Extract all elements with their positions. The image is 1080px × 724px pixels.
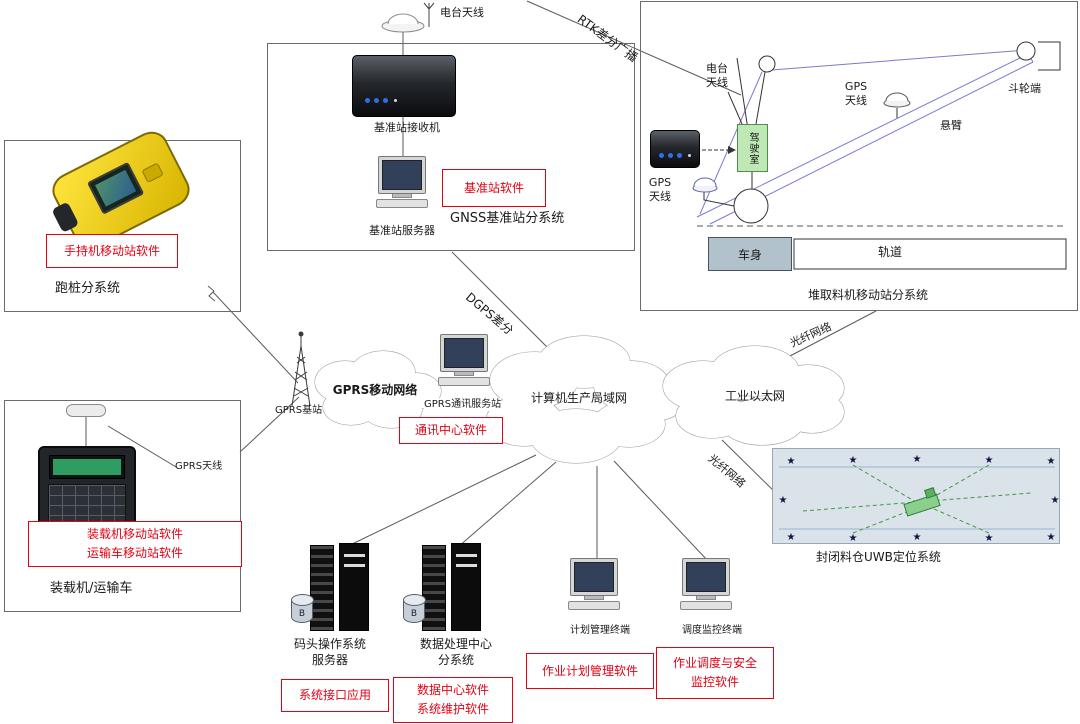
comm-center-software-box: 通讯中心软件	[399, 417, 503, 444]
base-receiver-label: 基准站接收机	[374, 121, 440, 134]
dispatch-terminal-pc-icon	[678, 558, 734, 610]
gnss-antenna-label: 电台天线	[440, 6, 484, 19]
uwb-anchor-stars: ★ ★ ★ ★ ★ ★ ★ ★ ★ ★ ★ ★	[779, 454, 1060, 544]
stacker-gps-boom-label: GPS 天线	[844, 80, 868, 108]
boom-label: 悬臂	[940, 119, 962, 132]
cab-label: 驾驶室	[747, 131, 758, 165]
gprs-server-label: GPRS通讯服务站	[424, 398, 502, 411]
gprs-cloud-label: GPRS移动网络	[332, 383, 418, 397]
base-station-software-box: 基准站软件	[442, 169, 546, 207]
uwb-inner-drawing: ★ ★ ★ ★ ★ ★ ★ ★ ★ ★ ★ ★	[779, 454, 1060, 544]
dock-server-label: 码头操作系统 服务器	[293, 637, 366, 667]
dock-software-box: 系统接口应用	[281, 679, 389, 712]
svg-text:★: ★	[1047, 456, 1056, 467]
stacker-subsystem-box	[640, 1, 1078, 311]
uwb-green-links	[802, 464, 1032, 534]
dispatch-software-box: 作业调度与安全 监控软件	[656, 647, 774, 699]
gnss-subsystem-title: GNSS基准站分系统	[450, 211, 565, 226]
base-receiver-icon	[352, 55, 456, 117]
plan-terminal-pc-icon	[566, 558, 622, 610]
base-server-pc-icon	[374, 156, 430, 208]
gps-antenna-icon	[692, 177, 718, 193]
gprs-base-station-label: GPRS基站	[275, 405, 323, 416]
vehicle-body-label: 车身	[737, 247, 762, 262]
gprs-antenna-icon	[66, 404, 106, 417]
uwb-title: 封闭料仓UWB定位系统	[816, 550, 941, 564]
base-server-label: 基准站服务器	[369, 224, 435, 237]
gprs-tower-icon	[291, 331, 311, 407]
svg-text:★: ★	[787, 532, 796, 543]
loader-gprs-antenna-label: GPRS天线	[175, 461, 223, 472]
gps-antenna-icon	[883, 92, 911, 108]
handheld-subsystem-title: 跑桩分系统	[55, 281, 121, 296]
stacker-radio-antenna-label: 电台 天线	[706, 62, 728, 90]
handheld-subsystem-box	[4, 140, 241, 312]
radio-antenna-icon	[381, 2, 435, 33]
svg-text:★: ★	[913, 532, 922, 543]
stacker-subsystem-title: 堆取料机移动站分系统	[808, 288, 929, 302]
data-center-label: 数据处理中心 分系统	[419, 637, 492, 667]
ethernet-cloud-label: 工业以太网	[724, 389, 785, 403]
dispatch-terminal-label: 调度监控终端	[682, 625, 742, 636]
uwb-machine-icon	[903, 487, 941, 517]
uwb-positioning-box: ★ ★ ★ ★ ★ ★ ★ ★ ★ ★ ★ ★	[772, 448, 1060, 544]
svg-text:★: ★	[913, 454, 922, 465]
connection-lines	[85, 0, 877, 562]
vehicle-body-box: 车身	[708, 237, 792, 271]
svg-text:★: ★	[1051, 495, 1060, 506]
track-label: 轨道	[877, 245, 902, 259]
svg-text:★: ★	[985, 533, 994, 544]
svg-text:★: ★	[779, 495, 788, 506]
stacker-receiver-icon	[650, 130, 700, 168]
bucket-wheel-end-label: 斗轮端	[1008, 82, 1041, 95]
data-server-tower-icon	[422, 543, 481, 631]
database-icon: B	[291, 594, 314, 623]
loader-subsystem-title: 装载机/运输车	[50, 581, 133, 596]
dock-server-tower-icon	[310, 543, 369, 631]
svg-text:★: ★	[849, 455, 858, 466]
plan-terminal-label: 计划管理终端	[570, 625, 630, 636]
svg-text:★: ★	[849, 533, 858, 544]
database-icon: B	[403, 594, 426, 623]
svg-text:★: ★	[1047, 532, 1056, 543]
plan-software-box: 作业计划管理软件	[526, 653, 654, 689]
stacker-gps-body-label: GPS 天线	[648, 176, 672, 204]
stacker-machine-drawing	[692, 41, 1067, 270]
lan-cloud-label: 计算机生产局域网	[530, 391, 627, 405]
svg-text:★: ★	[787, 456, 796, 467]
loader-software-box: 装载机移动站软件 运输车移动站软件	[28, 521, 242, 567]
cab-box: 驾驶室	[737, 124, 768, 172]
svg-text:★: ★	[985, 455, 994, 466]
handheld-software-box: 手持机移动站软件	[46, 234, 178, 268]
data-center-software-box: 数据中心软件 系统维护软件	[393, 677, 513, 723]
gprs-server-pc-icon	[436, 334, 492, 386]
loader-subsystem-box	[4, 400, 241, 612]
gnss-base-subsystem-box	[267, 43, 635, 251]
